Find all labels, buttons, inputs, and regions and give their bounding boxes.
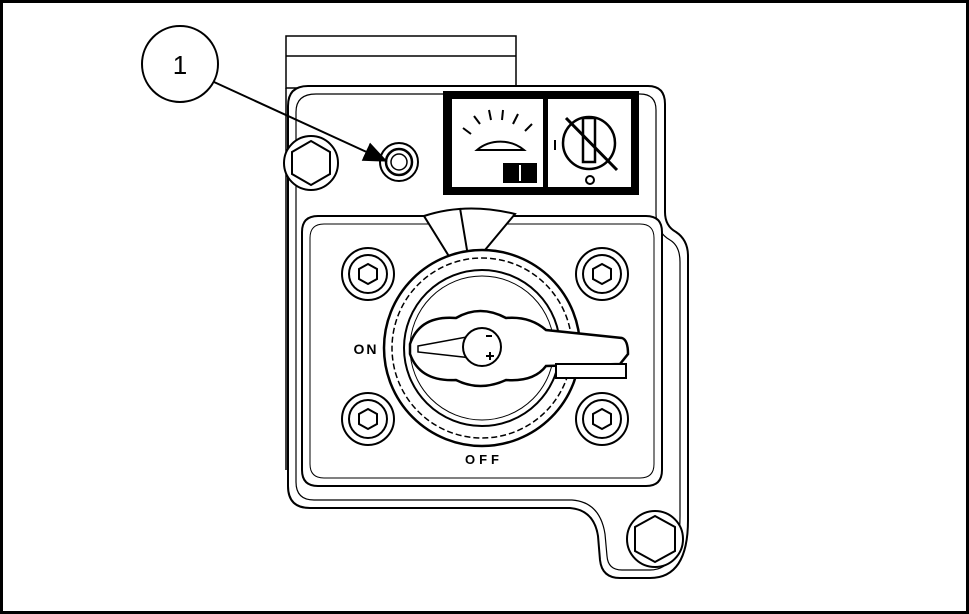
- rotary-switch[interactable]: [382, 248, 630, 448]
- hex-bolt-top-left: [283, 135, 339, 191]
- panel-screw-top-left: [341, 247, 395, 301]
- callout-circle: [141, 25, 219, 103]
- on-position-label: ON: [354, 341, 379, 357]
- panel-screw-top-right: [575, 247, 629, 301]
- off-position-label: OFF: [465, 452, 503, 467]
- read-manual-icon: [462, 109, 537, 183]
- panel-screw-bottom-left: [341, 392, 395, 446]
- no-switch-icon: [554, 115, 619, 185]
- callout-1: 1: [141, 25, 388, 162]
- indicator-lamp: [379, 142, 419, 182]
- hex-bolt-bottom-right: [626, 510, 684, 568]
- panel-screw-bottom-right: [575, 392, 629, 446]
- callout-number: 1: [173, 50, 187, 80]
- warning-decal: [443, 91, 639, 195]
- callout-leader-arrow: [213, 81, 388, 162]
